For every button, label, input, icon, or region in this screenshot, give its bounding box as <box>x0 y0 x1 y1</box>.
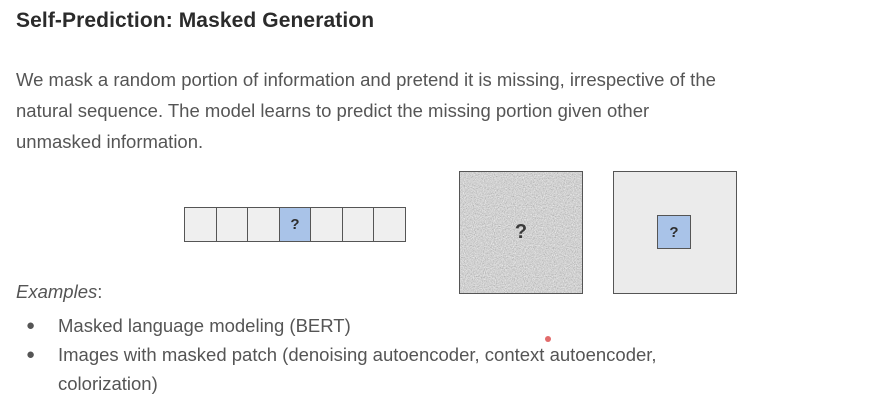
masked-patch-image-figure: ? <box>613 171 737 294</box>
masked-patch: ? <box>657 215 691 249</box>
sequence-token-cell <box>215 207 249 242</box>
list-item-text: Images with masked patch (denoising auto… <box>58 344 657 365</box>
slide-title: Self-Prediction: Masked Generation <box>16 9 375 32</box>
slide-description: We mask a random portion of information … <box>16 64 816 157</box>
noisy-image-figure: ? <box>459 171 583 294</box>
bullet-icon: ● <box>26 317 36 334</box>
examples-list: ● Masked language modeling (BERT) ● Imag… <box>26 311 786 398</box>
description-line-2: natural sequence. The model learns to pr… <box>16 100 650 121</box>
sequence-token-cell <box>373 207 406 242</box>
list-item: ● Masked language modeling (BERT) <box>26 311 786 340</box>
sequence-token-cell <box>184 207 217 242</box>
sequence-token-cell <box>341 207 375 242</box>
description-line-3: unmasked information. <box>16 131 204 152</box>
pointer-cursor-icon <box>545 336 551 342</box>
masked-token-cell: ? <box>278 207 312 242</box>
list-item-text: Masked language modeling (BERT) <box>58 315 351 336</box>
list-item: ● Images with masked patch (denoising au… <box>26 340 786 398</box>
examples-heading: Examples: <box>16 281 102 303</box>
examples-colon: : <box>97 281 103 302</box>
examples-label: Examples <box>16 281 98 302</box>
noise-texture <box>460 172 582 293</box>
bullet-icon: ● <box>26 346 36 363</box>
sequence-token-cell <box>310 207 343 242</box>
list-item-text-continued: colorization) <box>58 373 158 394</box>
description-line-1: We mask a random portion of information … <box>16 69 716 90</box>
sequence-token-cell <box>247 207 280 242</box>
noise-question-mark: ? <box>514 221 528 243</box>
masked-sequence-figure: ? <box>184 207 406 242</box>
